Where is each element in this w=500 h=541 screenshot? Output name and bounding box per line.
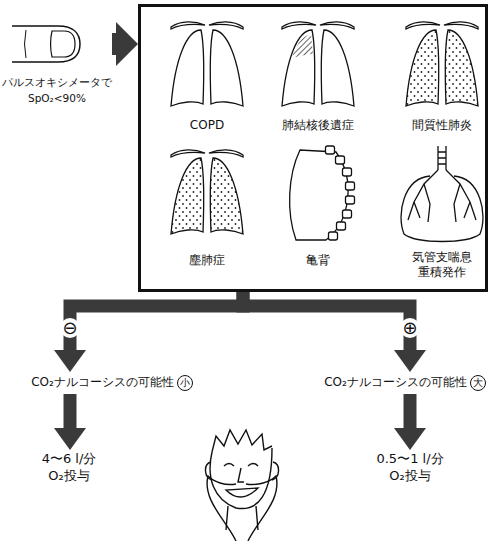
lung-outline [171,30,204,106]
vertebra [336,156,345,164]
condition-label: 間質性肺炎 [394,118,490,133]
node-text: 0.5〜1 l/分 O₂投与 [374,450,446,484]
risk-label: CO₂ナルコーシスの可能性大 [312,372,498,394]
lung-outline [406,30,439,106]
kyphosis-illustration [290,146,355,240]
vertebra [329,232,338,240]
lung-outline [282,30,315,106]
oxygen-dose: 0.5〜1 l/分 O₂投与 [374,450,446,490]
condition-label: 肺結核後遺症 [268,118,368,133]
condition-label: 塵肺症 [167,253,247,268]
chest-outline [290,150,348,240]
vertebra [346,182,355,190]
clavicle [406,22,478,29]
flow-arrow [394,394,426,450]
arrow-shaft [70,292,243,350]
lung-outline [210,30,243,106]
lung-outline [210,158,243,234]
clavicle [171,150,243,157]
arrow-shaft [112,33,116,55]
circled-mark: 小 [177,375,193,391]
arrow-head [54,428,86,450]
lung-illustration [171,150,243,234]
sign-label: ⊕ [400,318,420,338]
flow-arrow [54,292,243,372]
trachea [438,146,446,170]
vertebra [346,196,355,204]
mouth [226,488,258,497]
lung-illustration [406,22,478,106]
flow-arrow [243,292,426,372]
arrow-head [116,22,138,66]
finger-crease [25,30,27,58]
lesion-shading [292,34,313,58]
vertebra [337,222,346,230]
lung-outline [445,30,478,106]
vertebra [343,168,352,176]
flow-arrow [112,22,138,66]
finger-nail [51,31,76,57]
arrow-shaft [243,292,410,350]
oximeter-reading: パルスオキシメータで SpO₂<90% [2,16,112,106]
condition-label: 気管支喘息 重積発作 [409,250,475,280]
risk-label: CO₂ナルコーシスの可能性小 [14,372,210,394]
nose [238,468,244,482]
finger-outline [12,26,80,62]
lung-outline [171,158,204,234]
arrow-head [394,428,426,450]
clavicle [282,22,354,29]
arrow-shaft [404,394,417,428]
face-outline [210,448,272,509]
vertebra [343,210,352,218]
sign-label: ⊖ [60,318,80,338]
arrow-shaft [64,394,77,428]
oxygen-dose: 4〜6 l/分 O₂投与 [37,450,101,490]
condition-label: COPD [167,118,247,133]
clavicle [171,22,243,29]
neck [226,506,258,530]
circled-mark: 大 [470,375,486,391]
finger-illustration [12,26,80,62]
condition-label: 亀背 [288,253,348,268]
nasal-cannula [207,476,277,541]
patient-caricature [205,430,278,541]
vertebra [326,146,335,154]
hair [212,430,272,452]
condition-box: COPD 肺結核後遺症 間質性肺炎塵肺症 亀背 気管支喘息 重積発作 [138,4,488,292]
lung-illustration [171,22,243,106]
arrow-head [394,350,426,372]
node-text: CO₂ナルコーシスの可能性 [31,375,174,391]
bronchial-tree [408,170,476,222]
lung-illustration [282,22,354,106]
eye [224,464,258,467]
node-text: 4〜6 l/分 O₂投与 [37,450,101,484]
ear [205,462,278,480]
lung-outline [321,30,354,106]
flow-arrow [54,394,86,450]
node-text: パルスオキシメータで SpO₂<90% [2,74,112,106]
arrow-head [54,350,86,372]
bronchi-illustration [401,146,483,242]
node-text: CO₂ナルコーシスの可能性 [324,375,467,391]
lung-outline [401,176,483,242]
